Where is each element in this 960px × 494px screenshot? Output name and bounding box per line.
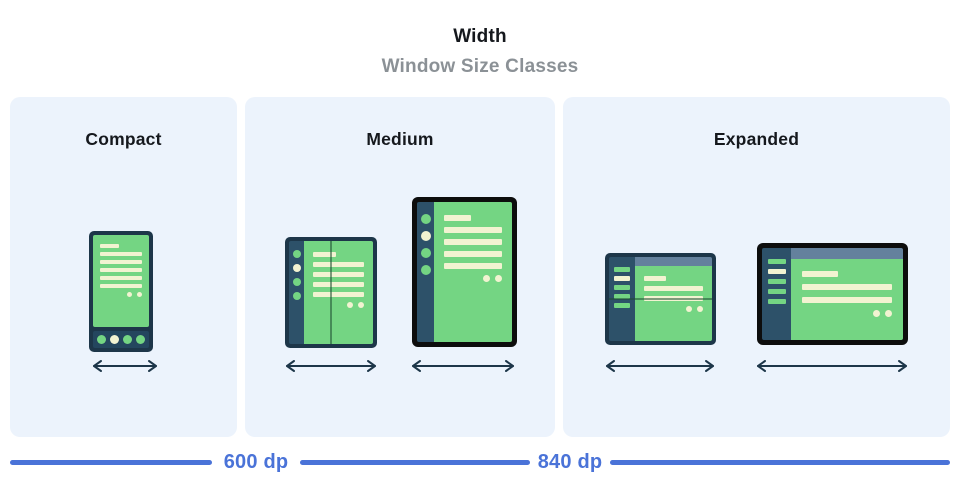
content-line <box>313 262 364 267</box>
content-line <box>444 239 502 245</box>
tablet-portrait-mockup <box>412 197 517 347</box>
content-dots <box>313 302 364 308</box>
sidebar-item-line <box>614 276 630 281</box>
ruler-segment <box>10 460 212 465</box>
nav-dot-icon <box>136 335 145 344</box>
panel-expanded: Expanded <box>563 97 950 437</box>
tablet-screen <box>791 259 903 340</box>
rail-dot-icon <box>292 264 301 272</box>
dot-icon <box>358 302 364 308</box>
sidebar-item-line <box>614 267 630 272</box>
nav-dot-icon <box>97 335 106 344</box>
sidebar-item-line <box>767 269 786 274</box>
content-line <box>100 260 142 264</box>
rail-dot-icon <box>292 250 301 258</box>
app-topbar <box>635 257 712 266</box>
breakpoint-ruler: 600 dp 840 dp <box>10 451 950 473</box>
dot-icon <box>137 292 142 297</box>
content-line <box>444 227 502 233</box>
dot-icon <box>873 310 880 317</box>
phone-screen <box>93 235 149 327</box>
rail-dot-icon <box>420 248 431 258</box>
dot-icon <box>495 275 502 282</box>
breakpoint-label-600: 600 dp <box>223 451 289 473</box>
content-line <box>444 215 471 221</box>
main-pane <box>635 257 712 341</box>
content-line <box>100 252 142 256</box>
panel-medium: Medium <box>245 97 555 437</box>
content-line <box>100 276 142 280</box>
foldable-screen <box>635 266 712 341</box>
content-line <box>313 292 364 297</box>
nav-rail <box>417 202 434 342</box>
dot-icon <box>347 302 353 308</box>
dot-icon <box>885 310 892 317</box>
content-dots <box>644 306 703 312</box>
content-line <box>644 276 667 281</box>
fold-crease <box>609 298 712 300</box>
dot-icon <box>697 306 703 312</box>
content-line <box>313 282 364 287</box>
sidebar-item-line <box>614 285 630 290</box>
content-line <box>100 244 120 248</box>
sidebar <box>762 248 791 340</box>
width-arrow-icon <box>281 358 381 374</box>
width-arrow-icon <box>752 358 912 374</box>
content-line <box>100 268 142 272</box>
fold-crease <box>330 241 332 344</box>
tablet-landscape-mockup <box>757 243 908 345</box>
dot-icon <box>686 306 692 312</box>
content-line <box>802 297 892 303</box>
width-arrow-icon <box>88 358 162 374</box>
ruler-segment <box>300 460 530 465</box>
sidebar-item-line <box>614 303 630 308</box>
nav-rail <box>289 241 304 344</box>
foldable-landscape-mockup <box>605 253 716 345</box>
page-title: Width <box>453 26 507 47</box>
phone-navbar <box>93 331 149 348</box>
content-line <box>802 284 892 290</box>
rail-dot-icon <box>420 214 431 224</box>
content-line <box>444 251 502 257</box>
content-line <box>644 286 703 291</box>
ruler-segment <box>610 460 950 465</box>
content-dots <box>444 275 502 282</box>
dot-icon <box>127 292 132 297</box>
content-line <box>802 271 838 277</box>
width-arrow-icon <box>601 358 719 374</box>
content-line <box>444 263 502 269</box>
rail-dot-icon <box>292 278 301 286</box>
panel-compact: Compact <box>10 97 237 437</box>
phone-mockup <box>89 231 153 352</box>
content-dots <box>100 292 142 297</box>
rail-dot-icon <box>420 265 431 275</box>
panel-title-medium: Medium <box>366 129 434 149</box>
rail-dot-icon <box>292 292 301 300</box>
breakpoint-label-840: 840 dp <box>537 451 603 473</box>
tablet-screen <box>434 202 512 342</box>
sidebar-item-line <box>767 299 786 304</box>
diagram-header: Width Window Size Classes <box>0 26 960 78</box>
width-arrow-icon <box>407 358 519 374</box>
dot-icon <box>483 275 490 282</box>
main-pane <box>791 248 903 340</box>
nav-dot-icon <box>110 335 119 344</box>
foldable-screen <box>304 241 373 344</box>
size-class-panels: Compact <box>10 97 950 437</box>
sidebar-item-line <box>767 289 786 294</box>
content-line <box>100 284 142 288</box>
content-dots <box>802 310 892 317</box>
page-subtitle: Window Size Classes <box>381 56 579 77</box>
panel-title-compact: Compact <box>85 129 162 149</box>
sidebar-item-line <box>614 294 630 299</box>
content-line <box>313 272 364 277</box>
nav-dot-icon <box>123 335 132 344</box>
sidebar-item-line <box>767 279 786 284</box>
content-line <box>313 252 337 257</box>
foldable-portrait-mockup <box>285 237 377 348</box>
sidebar-item-line <box>767 259 786 264</box>
panel-title-expanded: Expanded <box>713 129 800 149</box>
rail-dot-icon <box>420 231 431 241</box>
app-topbar <box>791 248 903 259</box>
